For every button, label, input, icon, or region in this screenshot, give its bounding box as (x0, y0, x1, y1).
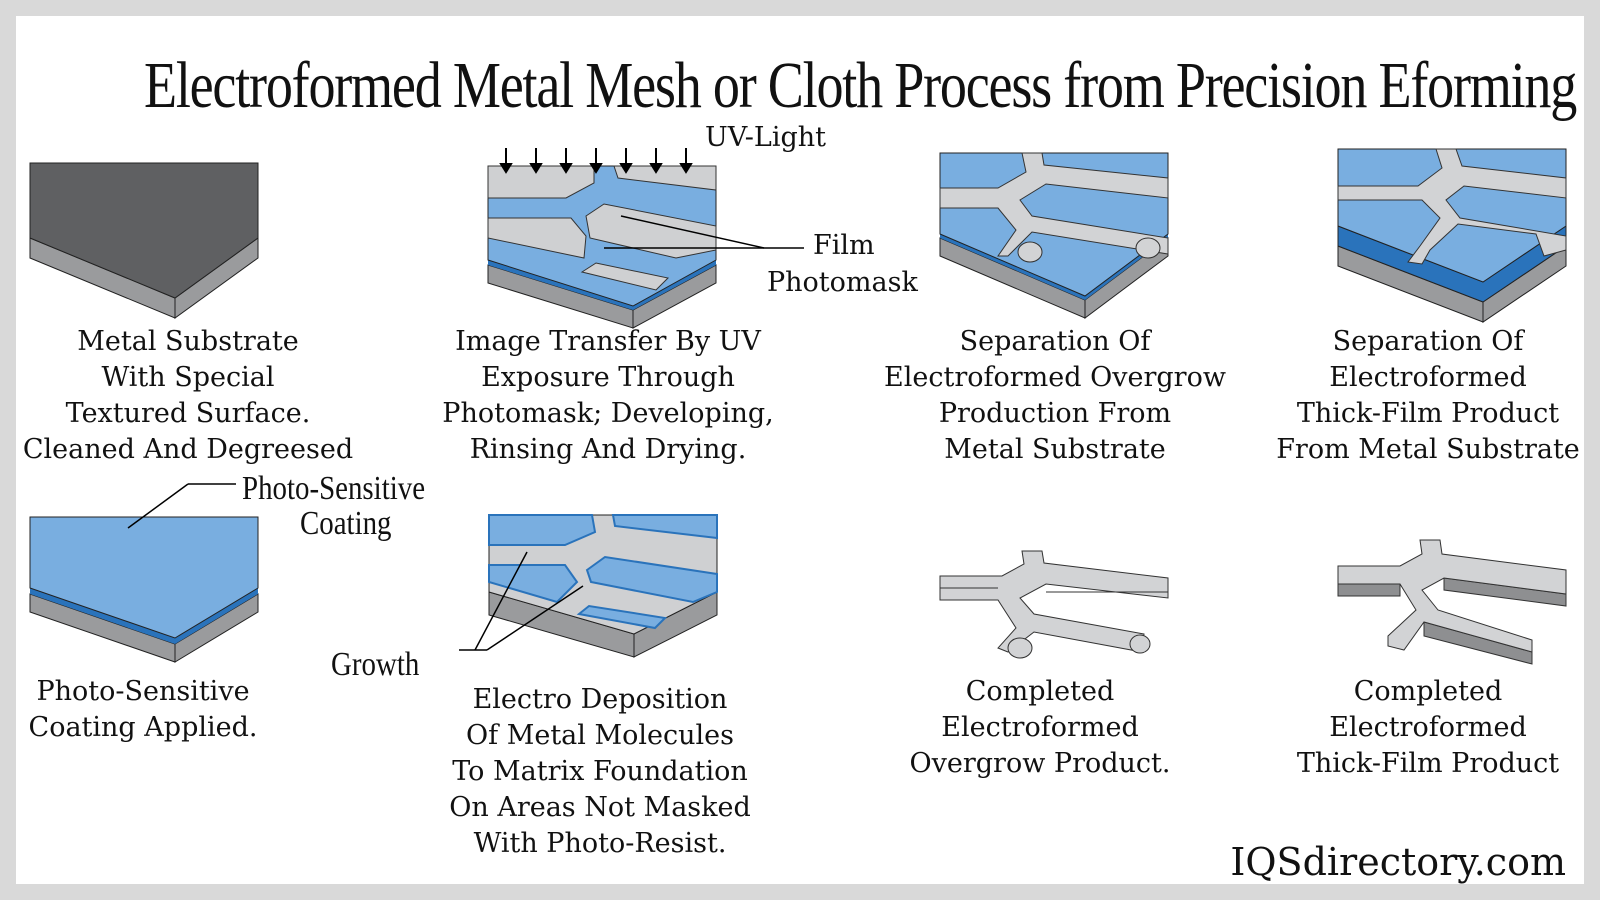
caption-line: To Matrix Foundation (452, 756, 748, 787)
caption-line: Thick-Film Product (1296, 748, 1560, 779)
coating-label: Coating (300, 505, 392, 542)
mesh-thick-film-product (1337, 539, 1567, 665)
growth-leader-lines (459, 551, 584, 651)
figure-completed-overgrow (939, 550, 1169, 659)
caption-metal-substrate: Metal Substrate With Special Textured Su… (22, 324, 354, 468)
caption-line: Electro Deposition (472, 684, 728, 715)
caption-line: Electroformed (941, 712, 1139, 743)
page-title: Electroformed Metal Mesh or Cloth Proces… (144, 49, 1577, 122)
caption-separation-thick-film: Separation Of Electroformed Thick-Film P… (1268, 324, 1588, 468)
figure-coating-applied (29, 483, 259, 663)
figure-separation-overgrow (939, 152, 1169, 319)
caption-line: Metal Substrate (944, 434, 1166, 465)
caption-line: Coating Applied. (28, 712, 258, 743)
photomask-label: Photomask (767, 267, 918, 298)
growth-label: Growth (331, 646, 420, 683)
caption-completed-overgrow: Completed Electroformed Overgrow Product… (900, 674, 1180, 782)
figure-image-transfer (487, 148, 804, 329)
caption-separation-overgrow: Separation Of Electroformed Overgrow Pro… (880, 324, 1230, 468)
coating-edge (488, 260, 716, 310)
caption-line: Photomask; Developing, (442, 398, 774, 429)
caption-electro-deposition: Electro Deposition Of Metal Molecules To… (440, 682, 760, 862)
caption-line: Exposure Through (481, 362, 735, 393)
caption-line: Electroformed (1329, 712, 1527, 743)
caption-line: Separation Of (959, 326, 1151, 357)
caption-line: Textured Surface. (65, 398, 311, 429)
caption-line: Separation Of (1332, 326, 1524, 357)
photomask-film (487, 165, 717, 291)
substrate-side-right (174, 593, 259, 663)
caption-line: Completed (1353, 676, 1503, 707)
mesh-overgrow-product (939, 550, 1169, 659)
caption-coating-applied: Photo-Sensitive Coating Applied. (18, 674, 268, 746)
figure-completed-thick-film (1337, 539, 1567, 665)
caption-image-transfer: Image Transfer By UV Exposure Through Ph… (440, 324, 776, 468)
caption-line: Cleaned And Degreesed (22, 434, 354, 465)
film-leader-lines (604, 215, 804, 249)
caption-line: Completed (965, 676, 1115, 707)
film-label: Film (813, 230, 875, 261)
caption-line: Image Transfer By UV (455, 326, 761, 357)
uv-light-label: UV-Light (705, 122, 826, 153)
caption-line: Photo-Sensitive (36, 676, 250, 707)
caption-line: Rinsing And Drying. (469, 434, 747, 465)
resist-islands (488, 514, 718, 630)
caption-line: With Photo-Resist. (473, 828, 727, 859)
photo-sensitive-label: Photo-Sensitive (242, 470, 426, 507)
caption-line: Electroformed Overgrow (884, 362, 1226, 393)
caption-line: From Metal Substrate (1276, 434, 1580, 465)
uv-arrows (499, 148, 693, 174)
brand-watermark: IQSdirectory.com (1230, 840, 1566, 884)
caption-line: Production From (938, 398, 1172, 429)
coating-top (29, 516, 259, 639)
caption-line: Metal Substrate (77, 326, 299, 357)
caption-line: Of Metal Molecules (466, 720, 734, 751)
caption-line: Thick-Film Product (1296, 398, 1560, 429)
caption-line: On Areas Not Masked (449, 792, 751, 823)
mesh-thick-film (1337, 148, 1567, 265)
diagram-panel (16, 16, 1584, 884)
figure-separation-thick-film (1337, 148, 1567, 323)
caption-completed-thick-film: Completed Electroformed Thick-Film Produ… (1278, 674, 1578, 782)
figure-electro-deposition (459, 514, 718, 658)
caption-line: Electroformed (1329, 362, 1527, 393)
coating-leader-line (127, 483, 189, 529)
substrate-top (29, 162, 259, 299)
figure-metal-substrate (29, 162, 259, 319)
caption-line: Overgrow Product. (909, 748, 1171, 779)
caption-line: With Special (101, 362, 275, 393)
mesh-overgrow (939, 152, 1169, 263)
